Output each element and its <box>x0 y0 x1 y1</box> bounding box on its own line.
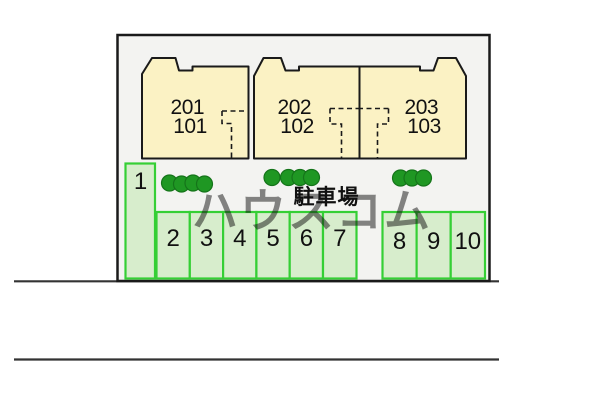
parking-space-number-4: 4 <box>233 225 246 252</box>
parking-space-number-5: 5 <box>266 225 279 252</box>
tree-icon <box>195 175 214 193</box>
building-3-room-numbers: 203 103 <box>405 96 444 138</box>
building-1-room-numbers: 201 101 <box>171 96 210 138</box>
parking-space-number-7: 7 <box>333 225 346 252</box>
room-label-upper: 201 <box>171 96 205 119</box>
building-1 <box>141 57 250 160</box>
parking-space-10 <box>449 210 487 280</box>
room-label-upper: 203 <box>405 96 439 119</box>
parking-space-number-9: 9 <box>427 228 440 255</box>
tree-icon <box>302 168 321 187</box>
watermark-text: ハウスコム <box>192 185 432 237</box>
parking-space-number-1: 1 <box>134 168 147 195</box>
parking-space-number-8: 8 <box>393 228 406 255</box>
tree-cluster-1 <box>160 174 214 193</box>
parking-space-number-10: 10 <box>454 228 481 255</box>
building-2-room-numbers: 202 102 <box>278 96 317 138</box>
parking-space-number-6: 6 <box>300 225 313 252</box>
room-label-upper: 202 <box>278 96 312 119</box>
tree-cluster-3 <box>391 169 433 187</box>
parking-space-7 <box>321 210 358 280</box>
parking-space-number-3: 3 <box>200 225 213 252</box>
entrance-path-building-1 <box>221 110 249 159</box>
parking-area-label: 駐車場 <box>294 185 360 209</box>
parking-space-9 <box>415 210 452 280</box>
tree-icon <box>263 168 281 187</box>
parking-space-3 <box>188 210 225 280</box>
room-label-lower: 102 <box>280 115 314 138</box>
parking-space-8 <box>381 210 418 280</box>
parking-spaces <box>124 162 487 280</box>
entrance-path-building-2 <box>329 107 359 159</box>
parking-space-2 <box>155 210 191 280</box>
building-3 <box>358 57 467 160</box>
entrance-path-building-3 <box>360 107 390 159</box>
tree-cluster-2 <box>263 168 321 187</box>
room-label-lower: 103 <box>407 115 441 138</box>
room-label-lower: 101 <box>173 115 207 138</box>
tree-icon <box>414 169 433 187</box>
parking-space-1 <box>124 162 157 280</box>
parking-space-number-2: 2 <box>167 225 180 252</box>
